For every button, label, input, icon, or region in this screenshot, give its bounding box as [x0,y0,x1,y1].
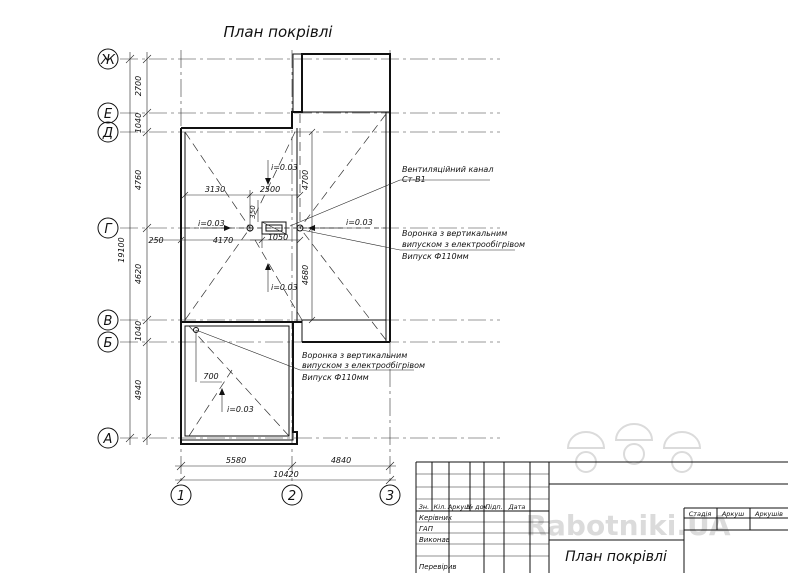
slope-arrow-1 [265,160,271,185]
tb-row-vykonav: Виконав [419,536,450,544]
axis-bubble-d: Д [97,121,119,143]
dim-1050: 1050 [268,233,288,242]
funnel-2 [296,224,304,232]
slope-arrow-4 [265,263,271,292]
dim-h-5580: 5580 [226,456,246,465]
tb-sheets-header: Аркушів [754,510,783,518]
tb-col-data: Дата [508,503,526,511]
slope-arrow-3 [308,225,345,231]
tb-col-kil: Кіл. [434,503,447,511]
ventilation-channel [261,221,287,235]
axis-label-b: Б [104,336,113,351]
tb-col-arkush: Аркуш [447,503,470,511]
axis-label-g: Г [104,222,113,237]
axis-bubble-g: Г [97,217,119,239]
axis-bubble-2: 2 [281,484,303,506]
axis-label-v: В [104,314,113,329]
tb-col-zn: Зн. [419,503,429,511]
dim-3130: 3130 [205,185,225,194]
dim-v-1040-bottom: 1040 [134,321,143,341]
dim-v-2700: 2700 [134,76,143,96]
slope-arrow-2 [200,225,231,231]
dim-250: 250 [148,236,163,245]
axis-label-1: 1 [177,489,185,504]
slope-label-2: i=0.03 [198,219,225,228]
axis-bubble-b: Б [97,331,119,353]
axis-label-2: 2 [288,489,296,504]
axis-label-zh: Ж [100,53,116,68]
axis-bubble-3: 3 [379,484,401,506]
dim-2500: 2500 [260,185,280,194]
title-block [415,461,788,573]
tb-sheet-header: Аркуш [721,510,744,518]
dim-4170: 4170 [213,236,233,245]
callout-funnel2-line1: Воронка з вертикальним [302,351,407,360]
axis-label-3: 3 [386,489,394,504]
slope-arrow-5 [219,388,225,412]
tb-stage-header: Стадія [689,510,712,518]
tb-sheet-title: План покрівлі [565,549,667,565]
roof-outline [180,53,391,445]
callout-vent-line1: Вентиляційний канал [402,165,493,174]
slope-label-1: i=0.03 [271,163,298,172]
dim-v-4940: 4940 [134,380,143,400]
helmet-icon [566,423,702,473]
vertical-axis-lines [180,50,391,485]
axis-bubble-v: В [97,309,119,331]
callout-vent-line2: Ст-В1 [402,175,426,184]
axis-label-e: Е [104,107,113,122]
dim-4680: 4680 [301,265,310,285]
dim-350: 350 [249,205,257,219]
tb-col-pidp: Підп. [485,503,503,511]
internal-dimensions [150,128,316,383]
callout-funnel1-line1: Воронка з вертикальним [402,229,507,238]
tb-row-pereviryv: Перевірив [419,563,457,571]
axis-label-a: А [103,432,113,447]
callout-funnel1-line2: випуском з електрообігрівом [402,240,525,249]
axis-label-d: Д [102,126,113,141]
axis-bubble-1: 1 [170,484,192,506]
dim-h-10420: 10420 [273,470,298,479]
tb-col-doc: № док. [465,503,489,511]
axis-bubble-a: А [97,427,119,449]
watermark: Rabotniki.UA [525,423,731,542]
drawing-title: План покрівлі [224,23,334,41]
dim-v-4620: 4620 [134,264,143,284]
slope-label-5: i=0.03 [227,405,254,414]
dim-700: 700 [203,372,218,381]
dim-v-19100: 19100 [117,237,126,262]
callout-leaders [195,179,515,382]
axis-bubble-e: Е [97,102,119,124]
tb-row-kerivnyk: Керівник [419,514,453,522]
callout-funnel2-line3: Випуск Ф110мм [302,373,369,382]
callout-funnel2-line2: випуском з електрообігрівом [302,361,425,370]
dim-4700: 4700 [301,170,310,190]
watermark-text: Rabotniki.UA [525,509,730,542]
dim-h-4840: 4840 [331,456,351,465]
tb-row-gap: ГАП [419,525,434,533]
vertical-dimension-chains [125,52,152,445]
dim-v-1040-top: 1040 [134,113,143,133]
axis-bubble-zh: Ж [97,48,119,70]
slope-label-3: i=0.03 [346,218,373,227]
callout-funnel1-line3: Випуск Ф110мм [402,252,469,261]
dim-v-4760: 4760 [134,170,143,190]
slope-label-4: i=0.03 [271,283,298,292]
horizontal-dimension-chains [175,461,396,485]
